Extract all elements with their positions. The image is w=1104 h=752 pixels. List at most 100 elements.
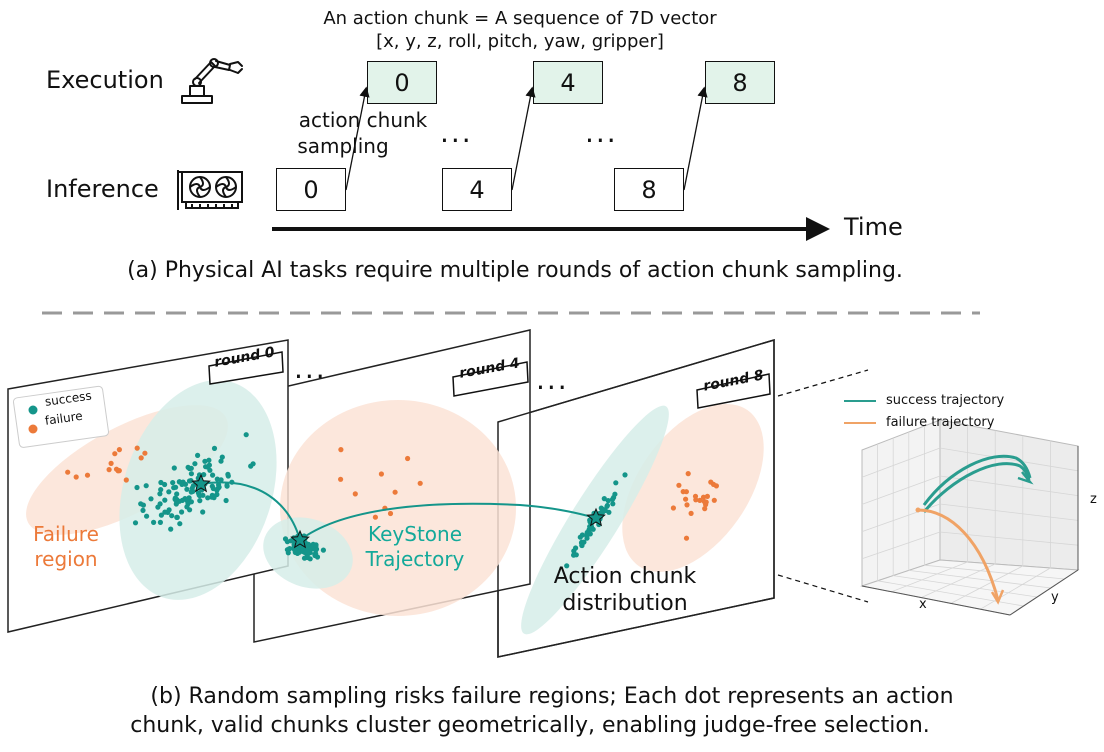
success-dot [170, 480, 176, 486]
success-dot [157, 519, 163, 526]
success-dot [168, 526, 174, 532]
success-dot [148, 496, 154, 502]
inset-legend-failure: failure trajectory [886, 415, 995, 430]
failure-dot [405, 455, 411, 462]
inset-axis-y: y [1051, 590, 1059, 605]
failure-dot [702, 506, 708, 512]
success-dot [155, 504, 161, 510]
success-dot [210, 485, 216, 492]
panel-a-arrows [42, 86, 980, 315]
success-dot [225, 471, 231, 477]
success-dot [209, 494, 215, 500]
inset-axis-z: z [1090, 492, 1097, 507]
success-dot [223, 497, 229, 504]
success-dot [304, 542, 311, 548]
chunk-definition-line1: An action chunk = A sequence of 7D vecto… [323, 8, 717, 29]
success-dot [182, 481, 189, 487]
keystone-label-line2: Trajectory [365, 547, 465, 571]
success-dot [243, 432, 249, 438]
success-dot [196, 492, 202, 498]
chunk-definition-line2: [x, y, z, roll, pitch, yaw, gripper] [376, 31, 664, 52]
failure-dot [683, 496, 689, 502]
execution-chunk-8: 8 [705, 61, 775, 104]
distribution-label-line1: Action chunk [553, 564, 697, 589]
success-dot [206, 462, 212, 468]
success-dot [190, 488, 196, 494]
success-dot [165, 509, 171, 515]
success-dot [185, 464, 191, 470]
success-dot [211, 445, 218, 451]
failure-dot [84, 472, 91, 478]
success-dot [601, 496, 607, 502]
success-dot [177, 521, 183, 527]
success-dot [613, 480, 619, 486]
success-dot [179, 509, 185, 515]
success-dot [195, 452, 201, 458]
inset-axis-x: x [919, 597, 927, 612]
failure-dot [683, 535, 690, 541]
success-dot [564, 563, 570, 569]
success-dot [138, 501, 144, 507]
success-dot [577, 534, 583, 540]
distribution-label-line2: distribution [562, 591, 688, 616]
failure-dot [387, 510, 394, 517]
failure-region-line2: region [34, 547, 98, 571]
success-dot [158, 487, 164, 493]
failure-dot [138, 455, 144, 461]
success-dot [188, 471, 194, 477]
success-dot [610, 501, 616, 507]
success-dot [166, 489, 172, 495]
ellipsis-b1: ... [294, 352, 327, 385]
success-dot [162, 497, 168, 503]
zoom-line-bottom [777, 574, 869, 603]
sampling-arrow-8 [683, 86, 708, 191]
success-dot [186, 478, 193, 484]
inference-chunk-8: 8 [614, 168, 684, 211]
legend-failure-marker [28, 424, 38, 434]
success-dot [218, 477, 224, 483]
success-dot [304, 549, 310, 555]
success-dot [134, 484, 140, 491]
failure-dot [685, 471, 691, 477]
success-dot [185, 501, 191, 507]
success-dot [176, 479, 182, 485]
success-dot [158, 512, 164, 518]
sampling-arrow-4 [511, 86, 536, 191]
round-8-tag [696, 373, 771, 409]
success-dot [174, 514, 180, 521]
failure-dot [713, 483, 720, 489]
success-dot [599, 507, 605, 514]
legend-success-marker [28, 405, 38, 415]
caption-b-line1: (b) Random sampling risks failure region… [150, 684, 954, 709]
success-dot [187, 507, 193, 513]
success-dot [171, 465, 177, 471]
sampling-arrow-0 [345, 86, 370, 191]
failure-region-line1: Failure [33, 522, 99, 546]
success-dot [174, 491, 180, 497]
ellipsis-b2: ... [536, 363, 569, 396]
success-dot [312, 551, 318, 557]
robot-arm-icon [181, 58, 243, 104]
success-dot [200, 509, 206, 515]
success-dot [224, 483, 230, 489]
success-dot [282, 536, 289, 542]
caption-b-line2: chunk, valid chunks cluster geometricall… [130, 713, 930, 738]
failure-dot [700, 494, 707, 500]
success-dot [169, 513, 175, 519]
failure-dot [704, 493, 711, 499]
success-dot [171, 485, 177, 491]
success-dot [197, 498, 203, 504]
inference-label: Inference [46, 175, 159, 203]
success-dot [604, 503, 610, 509]
success-dot [151, 519, 157, 526]
time-label: Time [844, 213, 903, 241]
inset-success-trajectory-1 [922, 454, 1032, 506]
keystone-trajectory-line [200, 481, 597, 542]
success-dot [581, 539, 587, 545]
gpu-icon [177, 170, 243, 210]
success-dot [573, 545, 579, 551]
inference-chunk-4: 4 [442, 168, 512, 211]
success-dot [214, 491, 220, 498]
success-dot [301, 555, 308, 561]
